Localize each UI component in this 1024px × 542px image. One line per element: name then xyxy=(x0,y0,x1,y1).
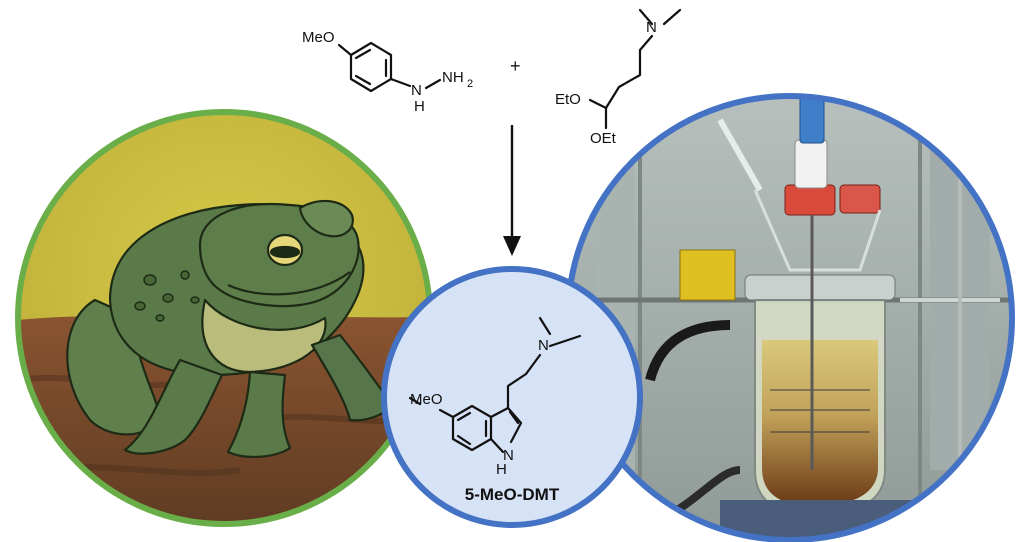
product-panel: MeO N N H 5-MeO-DMT xyxy=(381,266,643,528)
product-circle xyxy=(381,266,643,528)
product-indole-n: N xyxy=(503,447,514,464)
reactant-a-nh2-subscript: 2 xyxy=(467,78,473,90)
reactor-panel xyxy=(565,93,1015,542)
reactant-hydrazine: MeO N H NH 2 xyxy=(302,29,473,115)
toad-illustration xyxy=(66,199,394,459)
reactant-acetal: N EtO OEt xyxy=(555,8,682,147)
product-structure xyxy=(408,316,582,454)
reactant-b-ethoxy-bottom: OEt xyxy=(590,130,617,147)
product-name: 5-MeO-DMT xyxy=(465,485,560,504)
reactant-a-nh-h: H xyxy=(414,98,425,115)
reactant-a-nh2: NH xyxy=(442,69,464,86)
product-methoxy-label: MeO xyxy=(410,391,443,408)
reactant-b-amine-label: N xyxy=(646,19,657,36)
product-indole-h: H xyxy=(496,461,507,478)
product-amine-label: N xyxy=(538,337,549,354)
toad-panel xyxy=(15,109,433,527)
reaction-arrow xyxy=(503,125,521,256)
plus-sign: + xyxy=(510,56,521,76)
reactant-b-ethoxy-left: EtO xyxy=(555,91,581,108)
reactant-a-nh-n: N xyxy=(411,82,422,99)
reactant-a-methoxy-label: MeO xyxy=(302,29,335,46)
